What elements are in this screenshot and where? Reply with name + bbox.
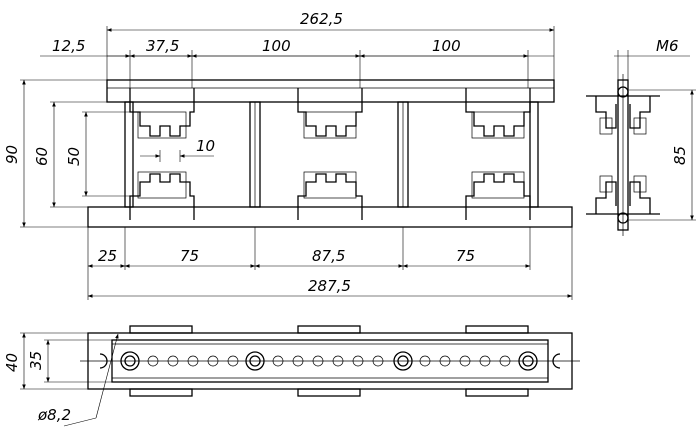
bolt-1 <box>120 351 140 371</box>
bolt-3 <box>393 351 413 371</box>
dimension-lines <box>20 26 696 427</box>
dim-height-total: 90 <box>3 145 21 164</box>
clamp-upper-3 <box>465 88 531 139</box>
dim-plan-35: 35 <box>27 351 45 370</box>
clamp-lower-3 <box>465 171 531 220</box>
dim-bottom-75a: 75 <box>180 247 199 265</box>
dim-plan-40: 40 <box>3 353 21 372</box>
dim-height-60: 60 <box>33 147 51 166</box>
plan-view <box>80 325 580 397</box>
hole-row <box>147 355 511 367</box>
dim-left-margin: 12,5 <box>52 37 85 55</box>
dim-hole-dia: ø8,2 <box>37 406 71 424</box>
dim-bottom-87: 87,5 <box>312 247 345 265</box>
dim-spacing-1: 100 <box>262 37 291 55</box>
side-view <box>586 74 660 236</box>
clamp-lower-2 <box>297 171 363 220</box>
dim-bottom-25: 25 <box>98 247 117 265</box>
bolt-2 <box>245 351 265 371</box>
clamp-upper-2 <box>297 88 363 139</box>
dim-thread: M6 <box>656 37 679 55</box>
dim-bottom-75b: 75 <box>456 247 475 265</box>
dim-side-height: 85 <box>671 146 689 165</box>
dim-overall-top: 262,5 <box>300 10 343 28</box>
dim-spacing-2: 100 <box>432 37 461 55</box>
dimension-labels: 262,5 12,5 37,5 100 100 M6 90 60 50 10 8… <box>3 10 689 424</box>
dim-gap: 10 <box>196 137 215 155</box>
clamp-lower-1 <box>129 171 195 220</box>
bolt-4 <box>518 351 538 371</box>
dim-block-width: 37,5 <box>146 37 179 55</box>
front-view <box>87 79 573 228</box>
dim-overall-bottom: 287,5 <box>308 277 351 295</box>
clamp-upper-1 <box>129 88 195 139</box>
dim-height-50: 50 <box>65 147 83 166</box>
